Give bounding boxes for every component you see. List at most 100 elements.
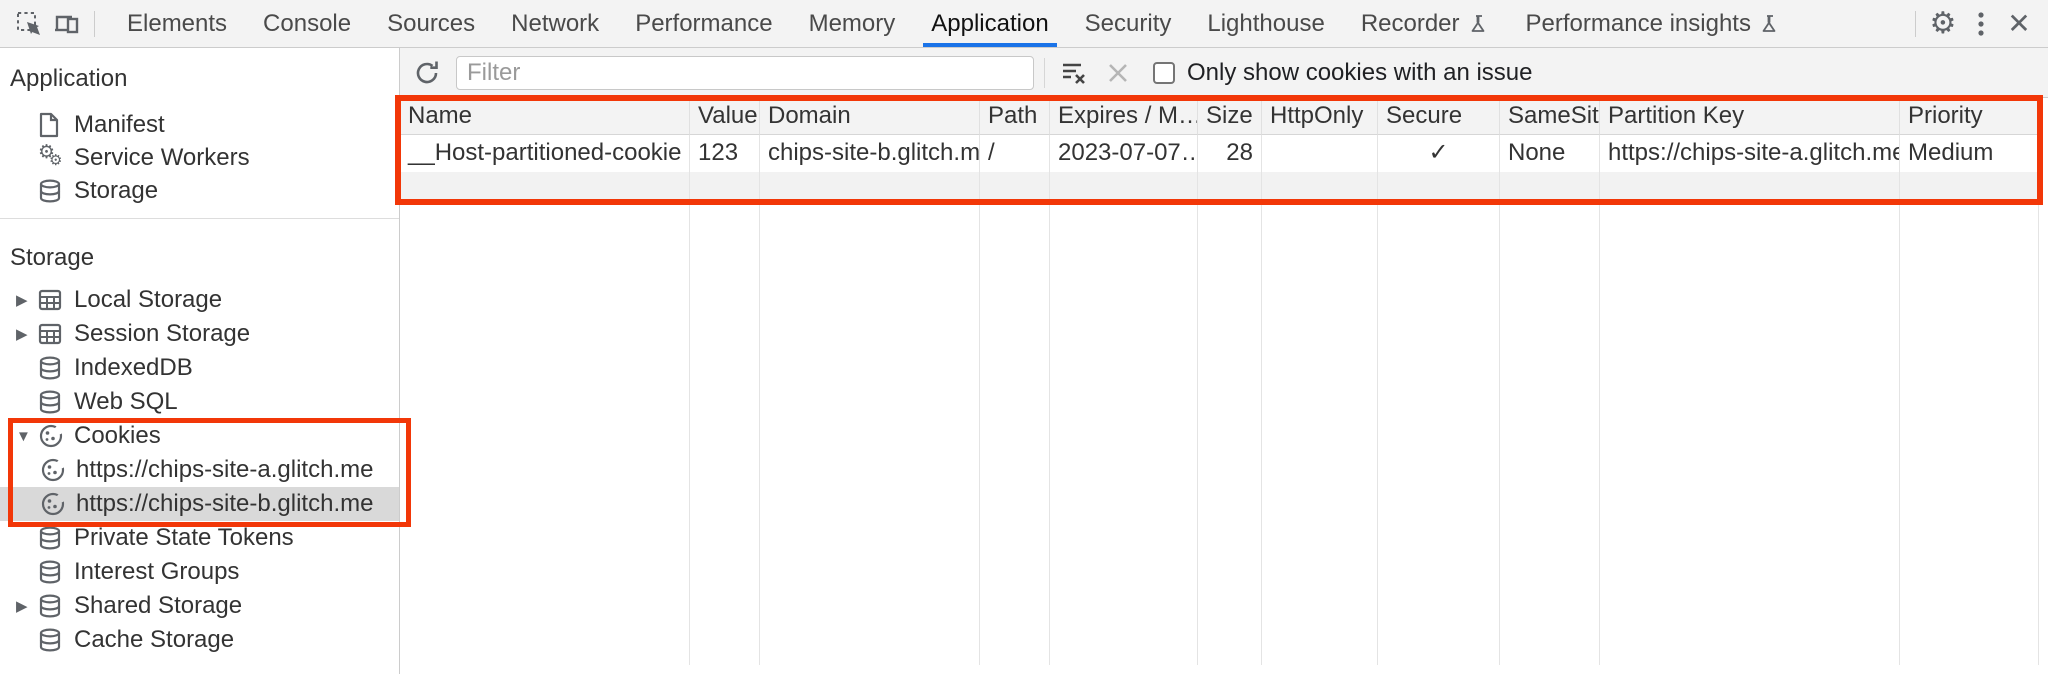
cookie-cell-samesite[interactable]: None [1500,135,1600,172]
sidebar-item-cookies-chips-site-a[interactable]: https://chips-site-a.glitch.me [0,453,399,487]
cookie-cell-httponly[interactable] [1262,135,1378,172]
column-header-domain[interactable]: Domain [760,98,980,135]
empty-row-cell [690,172,760,202]
empty-column-fill [760,202,980,665]
empty-column-fill [1050,202,1198,665]
tab-security[interactable]: Security [1084,9,1172,37]
inspect-element-button[interactable] [10,5,48,43]
sidebar-item-storage[interactable]: Storage [0,174,399,207]
expander-icon[interactable]: ▶ [16,326,28,343]
experiment-flask-icon [1762,14,1776,32]
topbar-right-controls: ⚙ ✕ [1907,5,2038,43]
column-header-path[interactable]: Path [980,98,1050,135]
expander-icon[interactable]: ▶ [16,598,28,615]
tab-application[interactable]: Application [913,0,1066,47]
cookie-icon [38,423,74,449]
expander-icon[interactable]: ▼ [16,427,31,445]
clear-all-button[interactable] [1103,58,1133,88]
application-panel: Application Manifest ⚙⚙ Service Workers [0,48,2048,674]
column-header-name[interactable]: Name [400,98,690,135]
refresh-icon [416,61,438,83]
panel-tabs: Elements Console Sources Network Perform… [109,0,1799,47]
column-header-expires[interactable]: Expires / M… [1050,98,1198,135]
sidebar-item-session-storage[interactable]: ▶ Session Storage [16,320,251,347]
database-icon [38,593,74,619]
empty-column-fill [1198,202,1262,665]
empty-row-cell [1050,172,1198,202]
sidebar-item-cookies[interactable]: ▼ Cookies [16,422,161,449]
tab-performance-insights[interactable]: Performance insights [1508,0,1799,47]
more-options-button[interactable] [1962,5,2000,43]
devtools-tab-bar: Elements Console Sources Network Perform… [0,0,2048,48]
cookie-cell-name[interactable]: __Host-partitioned-cookie [400,135,690,172]
cookie-cell-priority[interactable]: Medium [1900,135,2039,172]
cookie-cell-size[interactable]: 28 [1198,135,1262,172]
toolbar-divider [1044,57,1045,88]
refresh-button[interactable] [412,58,442,88]
toolbar-divider [94,10,95,37]
cookie-cell-domain[interactable]: chips-site-b.glitch.me [760,135,980,172]
sidebar-item-service-workers[interactable]: ⚙⚙ Service Workers [38,141,250,171]
table-icon [38,322,74,346]
clear-filter-button[interactable] [1059,58,1089,88]
column-header-priority[interactable]: Priority [1900,98,2039,135]
tab-elements[interactable]: Elements [127,9,228,37]
inspect-icon [17,11,40,35]
tab-console[interactable]: Console [263,9,352,37]
cookie-cell-partition-key[interactable]: https://chips-site-a.glitch.me [1600,135,1900,172]
cookie-cell-value[interactable]: 123 [690,135,760,172]
database-icon [38,627,74,653]
empty-row-cell [980,172,1050,202]
column-header-secure[interactable]: Secure [1378,98,1500,135]
empty-row-cell [400,172,690,202]
device-toolbar-icon [55,15,79,33]
column-header-size[interactable]: Size [1198,98,1262,135]
cookies-pane: Only show cookies with an issue Name Val… [395,48,2048,674]
empty-column-fill [1500,202,1600,665]
tab-network[interactable]: Network [511,9,600,37]
tab-memory[interactable]: Memory [808,9,896,37]
toggle-device-toolbar-button[interactable] [48,5,86,43]
sidebar-divider [0,218,399,219]
tab-lighthouse[interactable]: Lighthouse [1207,9,1325,37]
sidebar-item-interest-groups[interactable]: Interest Groups [0,555,399,589]
column-header-samesite[interactable]: SameSite [1500,98,1600,135]
tab-sources[interactable]: Sources [387,9,476,37]
column-header-partition-key[interactable]: Partition Key [1600,98,1900,135]
sidebar-section-application: Application [10,65,128,92]
sidebar-item-shared-storage[interactable]: ▶ Shared Storage [16,592,243,619]
settings-button[interactable]: ⚙ [1924,5,1962,43]
empty-column-fill [400,202,690,665]
cookie-cell-path[interactable]: / [980,135,1050,172]
sidebar-item-local-storage[interactable]: ▶ Local Storage [16,286,223,313]
toolbar-divider [1915,10,1916,37]
database-icon [38,389,74,415]
empty-column-fill [980,202,1050,665]
close-devtools-button[interactable]: ✕ [2000,5,2038,43]
sidebar-item-web-sql[interactable]: Web SQL [0,385,399,419]
close-icon: ✕ [2007,7,2031,39]
cookie-cell-expires[interactable]: 2023-07-07… [1050,135,1198,172]
cookies-table: Name Value Domain Path Expires / M… Size… [395,95,2048,674]
only-show-issue-cookies-checkbox[interactable] [1153,61,1175,84]
cookie-cell-secure[interactable]: ✓ [1378,135,1500,172]
tab-recorder[interactable]: Recorder [1343,0,1508,47]
column-header-httponly[interactable]: HttpOnly [1262,98,1378,135]
sidebar-item-indexeddb[interactable]: IndexedDB [0,351,399,385]
filter-input[interactable] [456,55,1034,90]
empty-row-cell [760,172,980,202]
table-icon [38,288,74,312]
column-header-value[interactable]: Value [690,98,760,135]
empty-column-fill [1262,202,1378,665]
clear-filter-icon [1063,63,1085,84]
tab-performance[interactable]: Performance [635,9,773,37]
sidebar-item-cache-storage[interactable]: Cache Storage [0,623,399,657]
manifest-icon [38,112,74,138]
sidebar-item-cookies-chips-site-b[interactable]: https://chips-site-b.glitch.me [0,487,399,521]
expander-icon[interactable]: ▶ [16,292,28,309]
sidebar-item-private-state-tokens[interactable]: Private State Tokens [0,521,399,555]
sidebar-item-manifest[interactable]: Manifest [0,108,399,141]
application-sidebar: Application Manifest ⚙⚙ Service Workers [0,48,400,674]
database-icon [38,178,74,204]
experiment-flask-icon [1471,14,1484,32]
